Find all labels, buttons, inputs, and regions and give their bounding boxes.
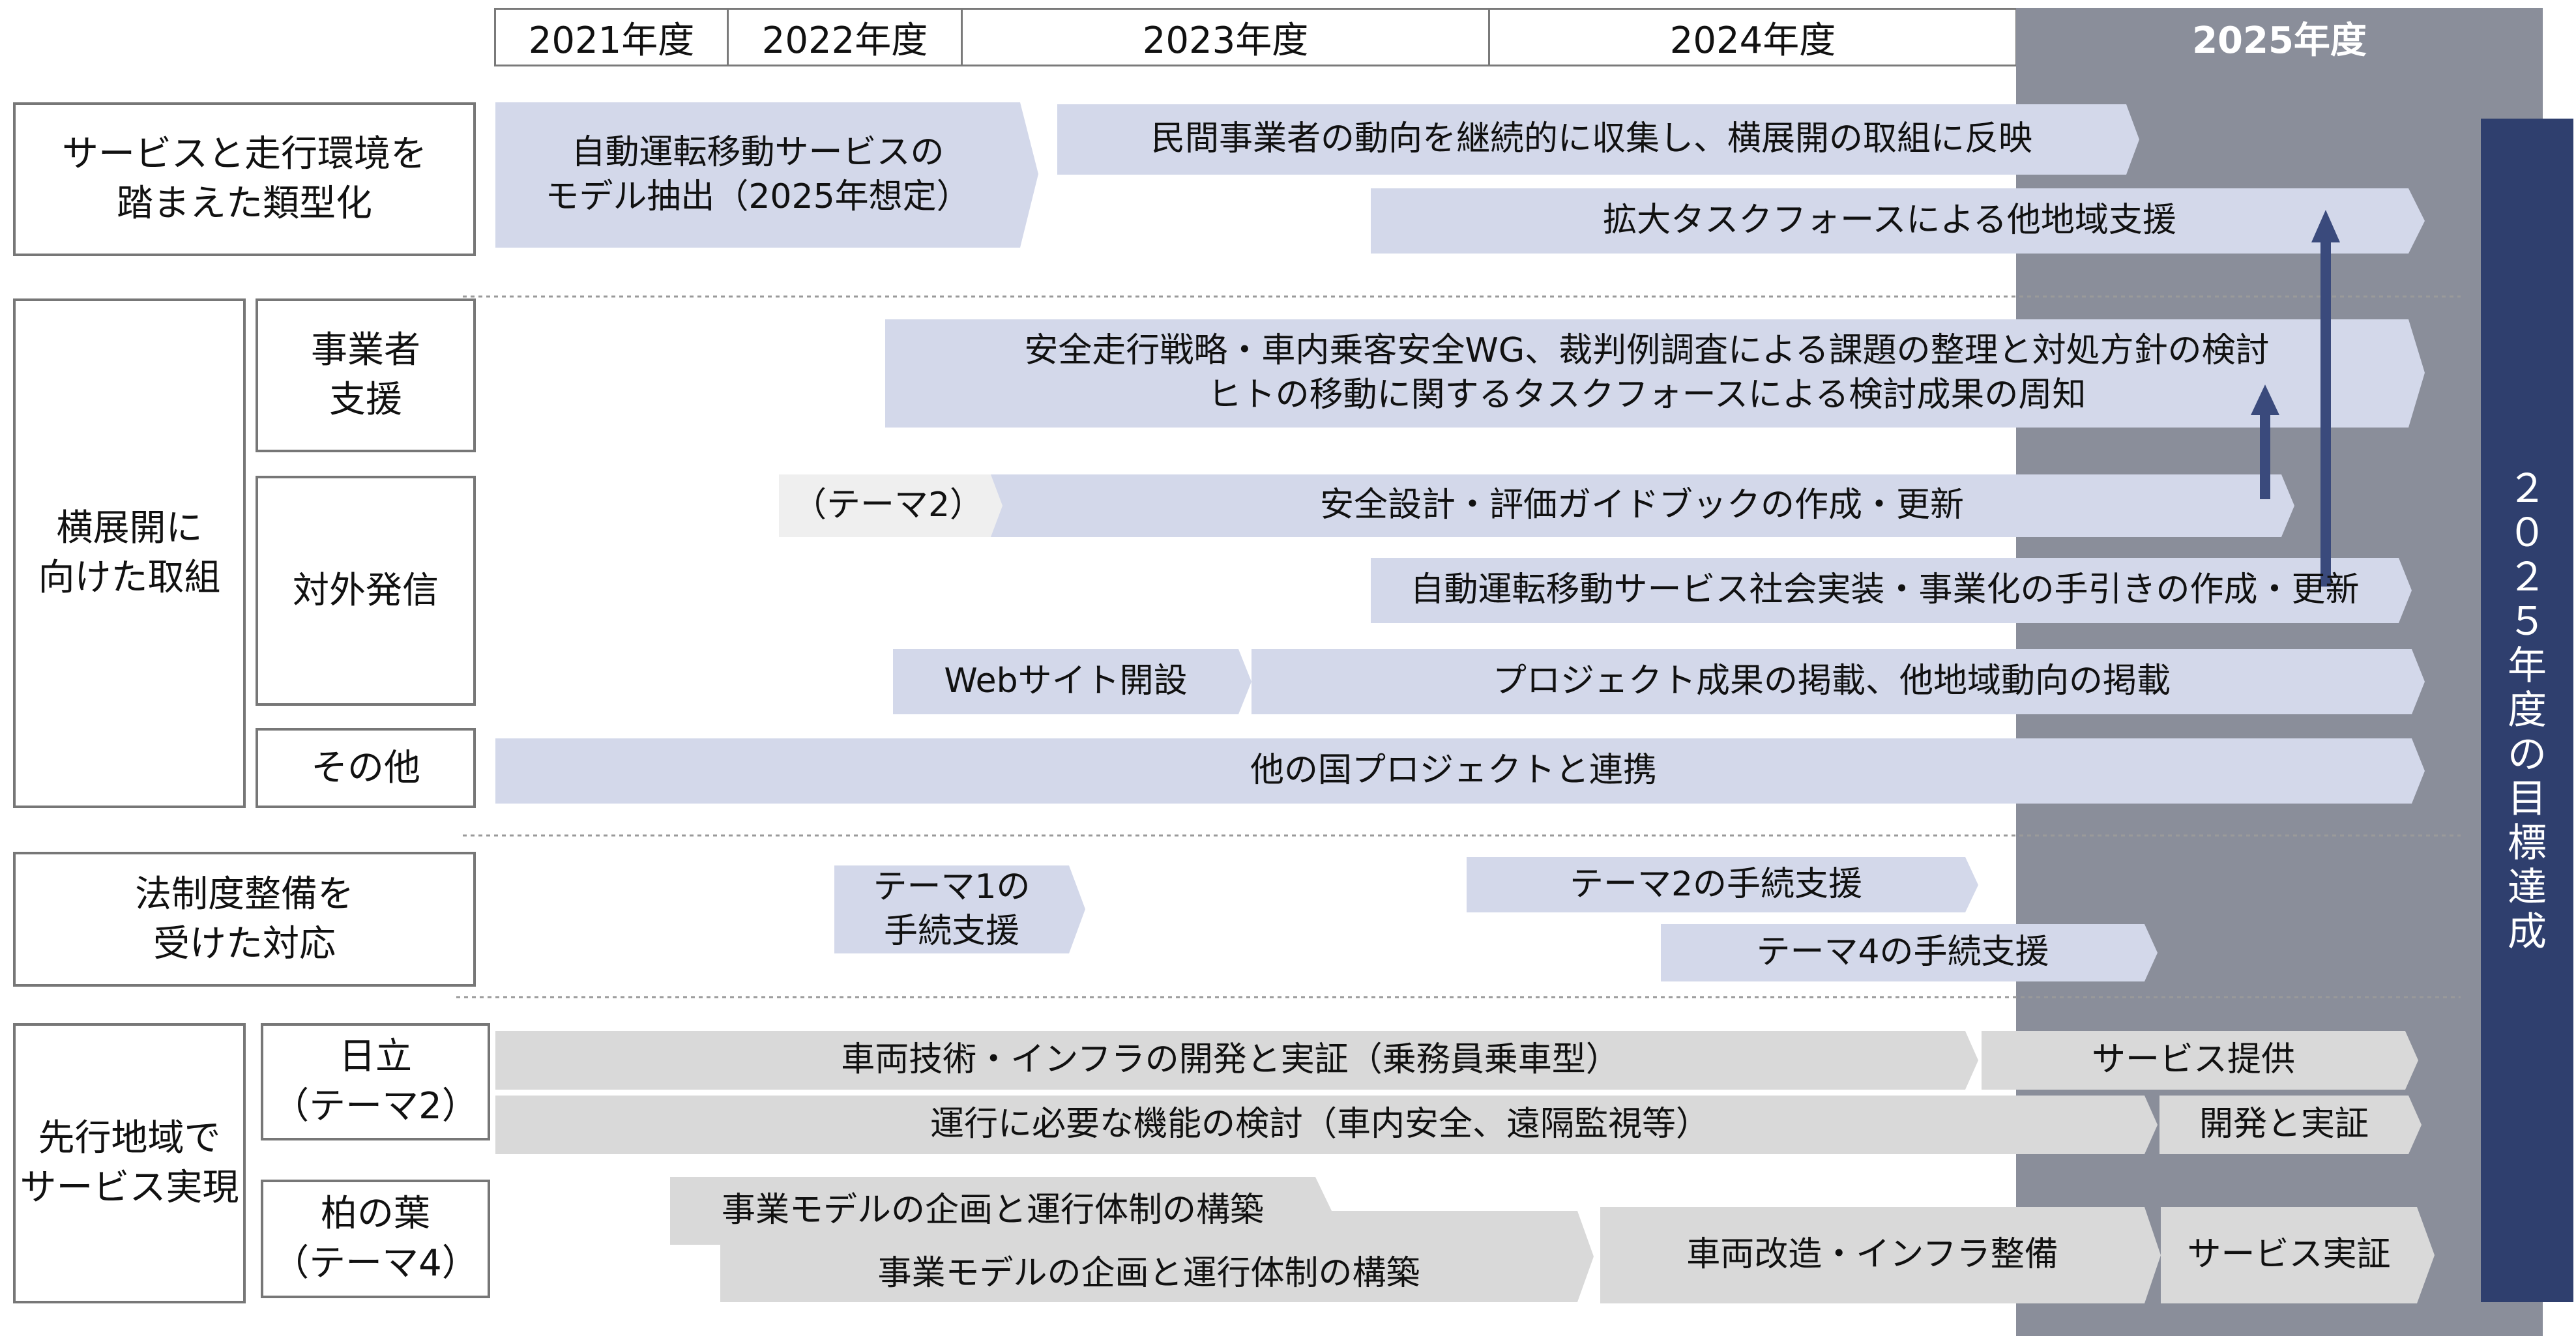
arrow-biz-model-2 bbox=[720, 1211, 1594, 1302]
goal-char: 標 bbox=[2508, 820, 2547, 866]
goal-char: 目 bbox=[2508, 776, 2547, 822]
arrow-model-extract bbox=[495, 102, 1038, 248]
goal-box bbox=[2481, 119, 2573, 1302]
arrow-operation-func bbox=[495, 1096, 2158, 1154]
section-typing: サービスと走行環境を 踏まえた類型化 bbox=[13, 102, 476, 256]
year-header-2023: 2023年度 bbox=[961, 8, 1490, 66]
goal-char: の bbox=[2508, 732, 2547, 777]
goal-char: 達 bbox=[2508, 865, 2547, 910]
arrow-publish bbox=[1251, 649, 2425, 714]
arrow-theme1-proc bbox=[834, 865, 1085, 953]
section-horizontal: 横展開に 向けた取組 bbox=[13, 298, 246, 808]
year-header-2022: 2022年度 bbox=[727, 8, 963, 66]
arrow-theme2-proc bbox=[1467, 857, 1978, 912]
arrow-website bbox=[893, 649, 1251, 714]
arrow-vehicle-tech bbox=[495, 1031, 1978, 1090]
arrow-safety-strategy bbox=[885, 319, 2425, 428]
arrow-private-trend bbox=[1057, 104, 2139, 175]
subsection-kashiwa: 柏の葉 （テーマ4） bbox=[261, 1180, 490, 1298]
arrow-national bbox=[495, 738, 2425, 804]
goal-char: ０ bbox=[2508, 510, 2547, 556]
subsection-operator: 事業者 支援 bbox=[256, 298, 476, 452]
arrow-vehicle-mod bbox=[1600, 1207, 2161, 1303]
subsection-hitachi: 日立 （テーマ2） bbox=[261, 1023, 490, 1140]
arrow-service-verify bbox=[2161, 1207, 2435, 1303]
goal-char: 年 bbox=[2508, 643, 2547, 689]
goal-char: 度 bbox=[2508, 688, 2547, 733]
arrow-handbook bbox=[1371, 558, 2412, 623]
up-arrow-short-head bbox=[2251, 385, 2279, 415]
section-pioneer: 先行地域で サービス実現 bbox=[13, 1023, 246, 1303]
year-header-2025: 2025年度 bbox=[2016, 8, 2543, 66]
goal-char: ２ bbox=[2508, 466, 2547, 512]
arrow-theme4-proc bbox=[1661, 924, 2158, 981]
up-arrow-long-head bbox=[2311, 210, 2340, 242]
arrow-dev-verify bbox=[2159, 1096, 2422, 1154]
year-header-2024: 2024年度 bbox=[1488, 8, 2017, 66]
arrow-service-provide bbox=[1982, 1031, 2418, 1090]
arrow-guidebook bbox=[991, 474, 2294, 537]
goal-char: ２ bbox=[2508, 555, 2547, 600]
subsection-external: 対外発信 bbox=[256, 476, 476, 706]
arrow-theme2-tag bbox=[779, 474, 1009, 537]
subsection-other: その他 bbox=[256, 728, 476, 808]
year-header-2021: 2021年度 bbox=[494, 8, 729, 66]
section-legal: 法制度整備を 受けた対応 bbox=[13, 852, 476, 987]
arrow-taskforce-support bbox=[1371, 188, 2425, 254]
goal-char: ５ bbox=[2508, 599, 2547, 645]
goal-char: 成 bbox=[2508, 909, 2547, 955]
